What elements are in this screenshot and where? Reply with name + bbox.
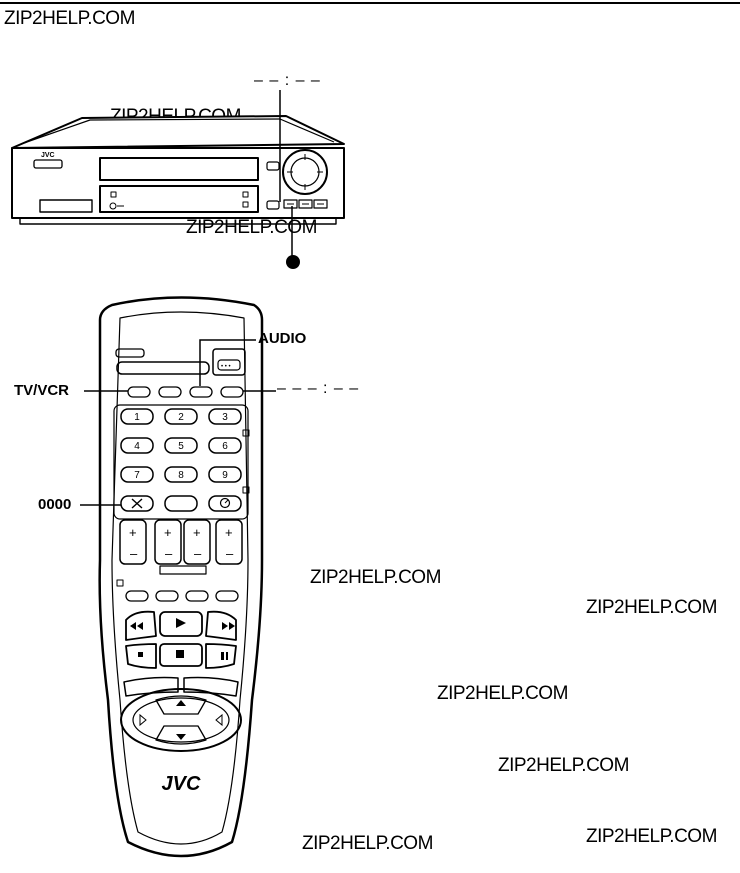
- svg-text:• • •: • • •: [221, 364, 231, 370]
- watermark-text: ZIP2HELP.COM: [586, 826, 717, 847]
- keypad-digit: 4: [134, 441, 140, 452]
- remote-dashes-label: – – – : – –: [277, 380, 360, 397]
- keypad-digit: 6: [222, 441, 228, 452]
- svg-text:–: –: [130, 546, 138, 561]
- audio-label: AUDIO: [258, 330, 307, 347]
- watermark-text: ZIP2HELP.COM: [4, 8, 135, 29]
- remote-brand: JVC: [162, 773, 201, 795]
- zero-reset-label: 0000: [38, 496, 72, 513]
- svg-text:+: +: [193, 525, 201, 540]
- keypad-digit: 8: [178, 470, 184, 481]
- svg-text:+: +: [129, 525, 137, 540]
- vcr-brand: JVC: [41, 152, 55, 159]
- svg-text:+: +: [164, 525, 172, 540]
- keypad-digit: 5: [178, 441, 184, 452]
- svg-text:–: –: [165, 546, 173, 561]
- svg-text:+: +: [225, 525, 233, 540]
- vcr-indicator-dashes: – – : – –: [254, 72, 321, 89]
- watermark-text: ZIP2HELP.COM: [310, 567, 441, 588]
- watermark-text: ZIP2HELP.COM: [586, 597, 717, 618]
- keypad-digit: 3: [222, 412, 228, 423]
- keypad-digit: 1: [134, 412, 140, 423]
- watermark-text: ZIP2HELP.COM: [437, 683, 568, 704]
- watermark-text: ZIP2HELP.COM: [302, 833, 433, 854]
- keypad-digit: 7: [134, 470, 140, 481]
- tv-vcr-label: TV/VCR: [14, 382, 70, 399]
- watermark-text: ZIP2HELP.COM: [186, 217, 317, 238]
- svg-text:–: –: [226, 546, 234, 561]
- svg-text:–: –: [194, 546, 202, 561]
- top-rule: [0, 2, 740, 4]
- watermark-text: ZIP2HELP.COM: [498, 755, 629, 776]
- keypad-digit: 2: [178, 412, 184, 423]
- keypad-digit: 9: [222, 470, 228, 481]
